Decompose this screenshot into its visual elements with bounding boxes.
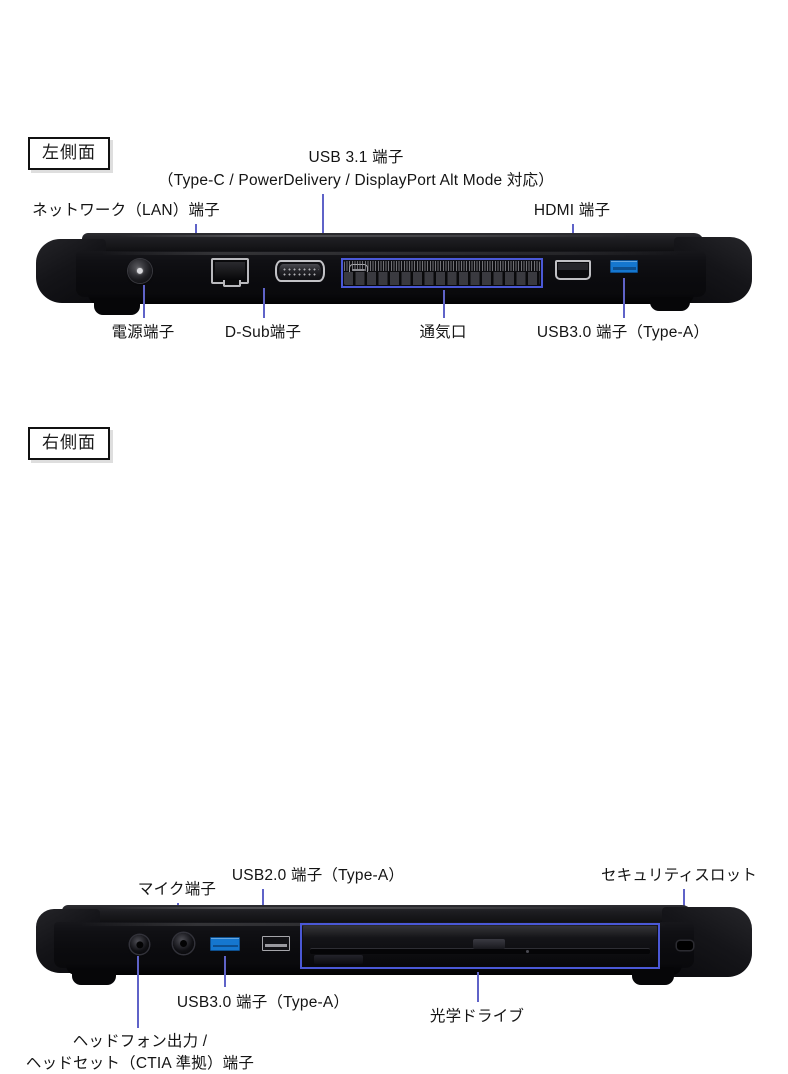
laptop-foot-left [72,969,116,985]
headphone-jack [130,935,149,954]
usb31-label-line1: USB 3.1 端子 [308,149,404,166]
lid-sheen [99,907,617,909]
left-side-diagram: 左側面 USB 3.1 端子 （Type-C / PowerDelivery /… [0,0,788,400]
laptop-right-side-view [36,905,752,993]
laptop-bottom-lip [88,293,694,304]
vent-grille [344,261,540,285]
security-slot [677,941,693,950]
headphone-label-line2: ヘッドセット（CTIA 準拠）端子 [25,1055,255,1072]
headphone-leader-line [137,956,139,1028]
laptop-foot-right [650,297,690,311]
dsub-port-inner [279,264,321,278]
usb31-label-line2: （Type-C / PowerDelivery / DisplayPort Al… [158,172,554,189]
right-side-diagram: 右側面 マイク端子 USB2.0 端子（Type-A） セキュリティスロット [0,400,788,1072]
optical-drive-leader-line [477,972,479,1002]
mic-jack [173,933,194,954]
headphone-label-line1: ヘッドフォン出力 / [72,1033,208,1050]
security-slot-label: セキュリティスロット [600,867,758,884]
lan-label: ネットワーク（LAN）端子 [32,202,220,219]
usb30-type-a-port [210,937,240,951]
dsub-label: D-Sub端子 [224,324,302,341]
optical-drive-label: 光学ドライブ [429,1008,525,1025]
power-label: 電源端子 [111,324,175,341]
usb30-type-a-port [610,260,638,273]
hdmi-label: HDMI 端子 [533,202,611,219]
power-jack [128,259,152,283]
left-side-section-tag: 左側面 [28,137,110,170]
usb30-left-label: USB3.0 端子（Type-A） [536,324,710,341]
laptop-foot-left [94,299,140,315]
usb20-label: USB2.0 端子（Type-A） [231,867,405,884]
optical-drive-highlight-box [300,923,660,969]
vent-lower-slots [344,272,540,285]
laptop-lid-edge [82,233,704,253]
usb20-type-a-port [262,936,290,951]
laptop-foot-right [632,967,674,985]
dsub-leader-line [263,288,265,318]
usb30-right-leader-line [224,956,226,987]
mic-label: マイク端子 [137,881,217,898]
wall-sheen [101,252,681,255]
lan-port [211,258,249,287]
usb31-leader-line [322,194,324,268]
usb30-leader-line [623,278,625,318]
vent-leader-line [443,290,445,318]
hdmi-port [555,260,591,280]
lid-sheen [119,235,630,237]
vent-label: 通気口 [419,324,467,341]
power-leader-line [143,285,145,318]
usb30-right-label: USB3.0 端子（Type-A） [176,994,350,1011]
lan-port-inner [215,262,245,280]
dsub-port [275,260,325,282]
right-side-section-tag: 右側面 [28,427,110,460]
hdmi-port-inner [558,263,588,271]
vent-upper-slits [344,261,540,272]
laptop-left-side-view [36,233,752,318]
vent-highlight-box [341,258,543,288]
